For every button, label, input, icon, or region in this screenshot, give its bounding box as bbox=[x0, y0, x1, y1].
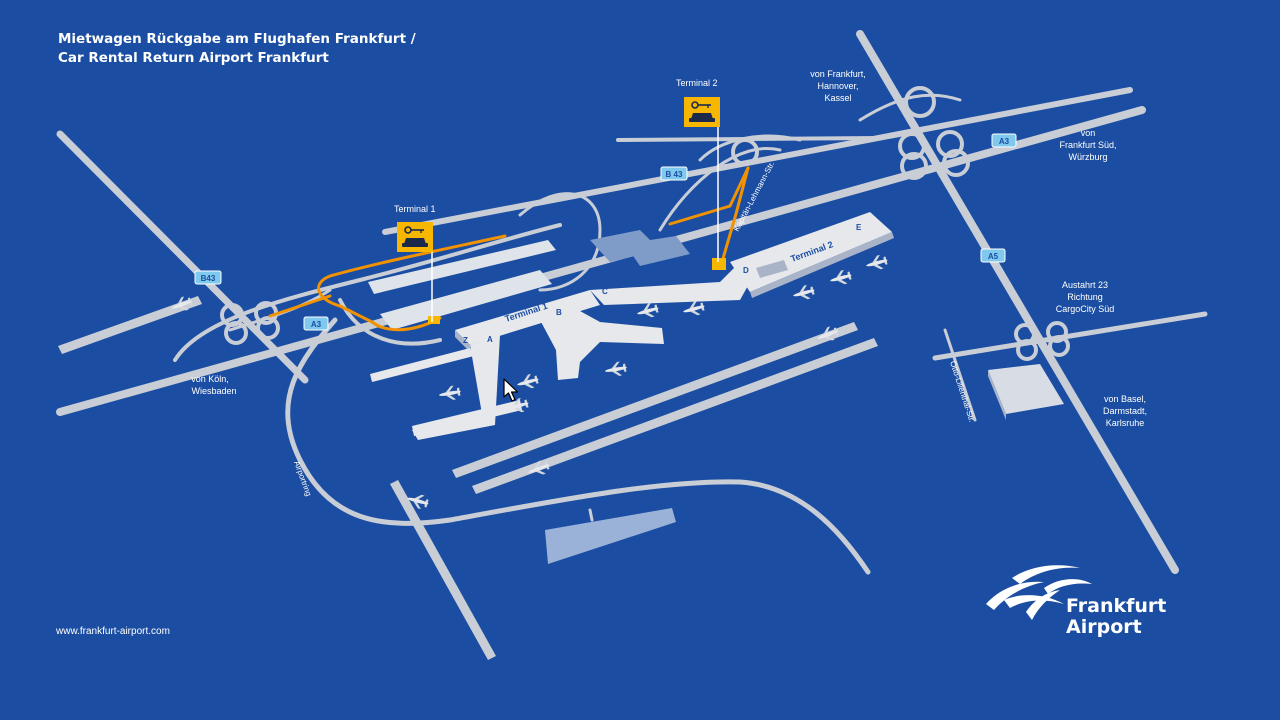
map-title: Mietwagen Rückgabe am Flughafen Frankfur… bbox=[58, 30, 416, 68]
buildings bbox=[368, 212, 1064, 564]
terminal2-label: Terminal 2 bbox=[676, 78, 718, 88]
logo-line-frankfurt: Frankfurt bbox=[1066, 595, 1167, 617]
svg-text:von: von bbox=[1081, 128, 1096, 138]
gate-a: A bbox=[487, 335, 493, 344]
svg-text:A5: A5 bbox=[988, 252, 999, 261]
shield-a5: A5 bbox=[980, 248, 1006, 263]
gate-c: C bbox=[602, 287, 608, 296]
terminal1-sign bbox=[397, 222, 433, 322]
frankfurt-airport-logo-icon bbox=[986, 565, 1092, 620]
direction-west: von Köln, Wiesbaden bbox=[191, 374, 236, 396]
interchange-west bbox=[220, 301, 280, 345]
direction-north: von Frankfurt, Hannover, Kassel bbox=[810, 69, 866, 103]
svg-text:Kassel: Kassel bbox=[824, 93, 851, 103]
svg-text:von Frankfurt,: von Frankfurt, bbox=[810, 69, 866, 79]
svg-text:B 43: B 43 bbox=[666, 170, 683, 179]
svg-text:von Köln,: von Köln, bbox=[191, 374, 229, 384]
svg-text:Austahrt 23: Austahrt 23 bbox=[1062, 280, 1108, 290]
gate-b: B bbox=[556, 308, 562, 317]
airplane-icon bbox=[681, 299, 707, 319]
website-link[interactable]: www.frankfurt-airport.com bbox=[56, 626, 170, 637]
svg-text:A3: A3 bbox=[999, 137, 1010, 146]
logo-wordmark: Frankfurt Airport bbox=[1066, 596, 1166, 638]
shield-a3-west: A3 bbox=[303, 316, 329, 331]
svg-text:CargoCity Süd: CargoCity Süd bbox=[1056, 304, 1115, 314]
direction-exit-cargo: Austahrt 23 Richtung CargoCity Süd bbox=[1056, 280, 1115, 314]
svg-text:Richtung: Richtung bbox=[1067, 292, 1103, 302]
t2-return-point bbox=[712, 258, 726, 270]
airplanes bbox=[169, 253, 890, 511]
mouse-cursor-icon bbox=[503, 378, 519, 402]
road-network bbox=[56, 30, 1208, 575]
svg-text:von Basel,: von Basel, bbox=[1104, 394, 1146, 404]
street-otto-lilienthal: Otto-Lilienthal-Str. bbox=[948, 360, 976, 424]
gate-e: E bbox=[856, 223, 862, 232]
shield-b43-north: B 43 bbox=[660, 166, 688, 181]
gate-z: Z bbox=[463, 336, 468, 345]
gate-d: D bbox=[743, 266, 749, 275]
t1-return-point bbox=[428, 316, 440, 324]
airplane-icon bbox=[791, 283, 817, 303]
airplane-icon bbox=[437, 384, 462, 403]
svg-text:B43: B43 bbox=[201, 274, 216, 283]
interchange-frankfurter-kreuz bbox=[731, 86, 970, 180]
svg-text:A3: A3 bbox=[311, 320, 322, 329]
svg-text:Hannover,: Hannover, bbox=[817, 81, 858, 91]
key-car-icon bbox=[402, 226, 428, 247]
direction-south: von Basel, Darmstadt, Karlsruhe bbox=[1103, 394, 1147, 428]
shield-a3-east: A3 bbox=[991, 133, 1017, 148]
svg-text:Wiesbaden: Wiesbaden bbox=[191, 386, 236, 396]
direction-east: von Frankfurt Süd, Würzburg bbox=[1059, 128, 1116, 162]
terminal1-label: Terminal 1 bbox=[394, 204, 436, 214]
rental-return-route bbox=[268, 166, 750, 332]
title-line-german: Mietwagen Rückgabe am Flughafen Frankfur… bbox=[58, 31, 416, 47]
svg-text:Würzburg: Würzburg bbox=[1068, 152, 1107, 162]
interchange-cargo-city bbox=[1014, 321, 1070, 361]
svg-text:Frankfurt Süd,: Frankfurt Süd, bbox=[1059, 140, 1116, 150]
logo-line-airport: Airport bbox=[1066, 616, 1142, 638]
airplane-icon bbox=[635, 301, 661, 321]
svg-text:Karlsruhe: Karlsruhe bbox=[1106, 418, 1145, 428]
shield-b43-west: B43 bbox=[194, 270, 222, 285]
runways bbox=[58, 296, 878, 660]
title-line-english: Car Rental Return Airport Frankfurt bbox=[58, 50, 329, 66]
airplane-icon bbox=[603, 360, 628, 379]
key-car-icon bbox=[689, 101, 715, 122]
gate-labels: A B C D E Z bbox=[463, 223, 862, 345]
airplane-icon bbox=[864, 253, 890, 273]
airplane-icon bbox=[828, 268, 854, 288]
svg-text:Darmstadt,: Darmstadt, bbox=[1103, 406, 1147, 416]
terminal2-sign bbox=[684, 97, 720, 262]
airplane-icon bbox=[515, 372, 541, 392]
